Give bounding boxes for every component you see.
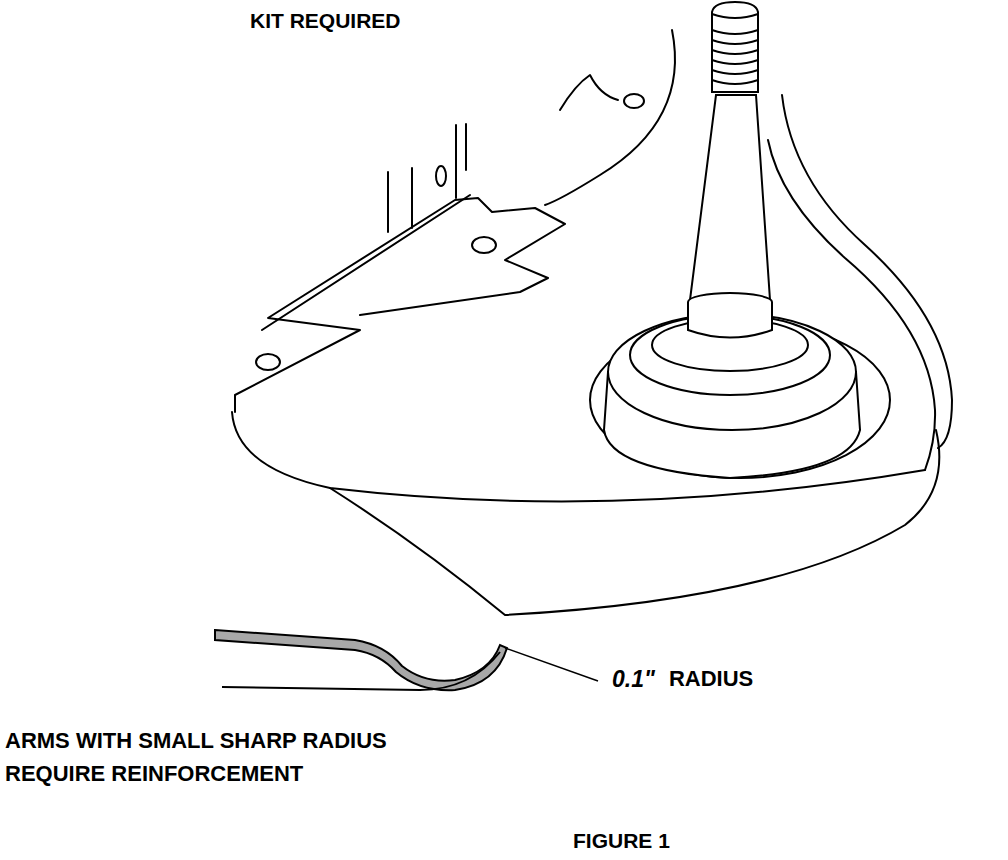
arm-section [215,630,507,690]
hole [472,237,496,253]
plate-inner-edge [545,30,675,205]
hole [624,94,644,108]
note-text: ARMS WITH SMALL SHARP RADIUS REQUIRE REI… [5,724,445,790]
figure-heading: KIT REQUIRED [250,8,401,33]
reinforcement-bracket [235,198,565,412]
plate-contour [560,75,618,110]
dimension-value: 0.1" [612,666,655,694]
leader-line [505,648,598,681]
bracket-tab [388,124,466,232]
stud-neck [688,302,772,338]
arm-lower-edge [222,652,500,690]
figure-caption: FIGURE 1 [573,828,670,853]
stud-shaft [690,95,770,300]
dimension-label: RADIUS [669,666,753,692]
hole [256,354,280,370]
thread-ridges [712,30,758,84]
bracket-edge [262,195,470,330]
slot [436,166,446,186]
stud-thread [712,2,758,92]
stud-tip [712,14,758,18]
